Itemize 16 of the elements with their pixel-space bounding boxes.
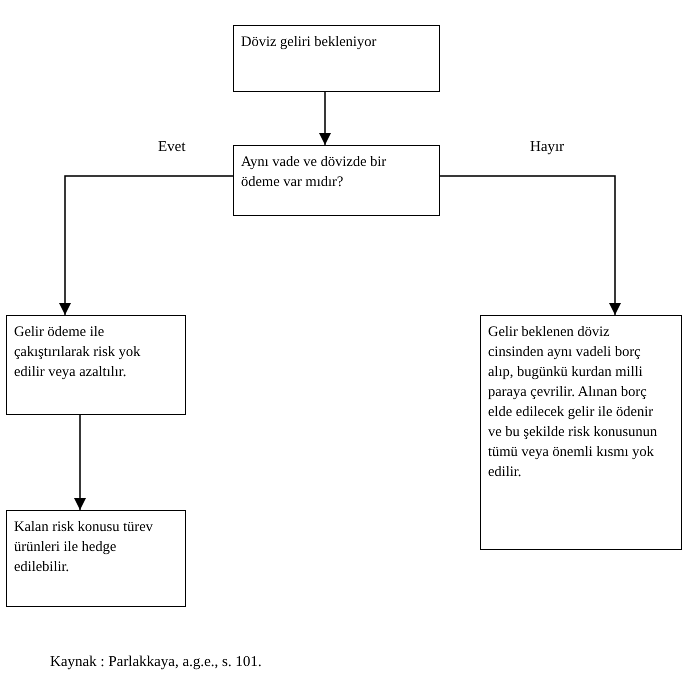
process-box	[6, 315, 186, 415]
arrow	[74, 415, 86, 510]
edge-label: Hayır	[528, 138, 566, 156]
decision-box	[233, 145, 440, 216]
box-text: Döviz geliri bekleniyor	[241, 33, 378, 52]
box-text: Gelir beklenen döviz cinsinden aynı vadeli borç alıp, bugünkü kurdan milli paraya çevrilir. Alınan borç elde edilecek gelir ile ödenir ve bu şekilde risk konusunun tümü veya önemli kısmı yok edilir.	[488, 323, 658, 482]
process-box	[6, 510, 186, 607]
box-text: Kalan risk konusu türev ürünleri ile hedge edilebilir.	[14, 518, 154, 577]
box-text: Aynı vade ve dövizde bir ödeme var mıdır?	[241, 153, 388, 192]
process-box	[233, 25, 440, 92]
process-box	[480, 315, 682, 550]
arrow	[440, 175, 621, 315]
source-caption: Kaynak : Parlakkaya, a.g.e., s. 101.	[50, 654, 262, 671]
arrow	[59, 175, 233, 315]
box-text: Gelir ödeme ile çakıştırılarak risk yok edilir veya azaltılır.	[14, 323, 142, 382]
arrow	[319, 92, 331, 145]
